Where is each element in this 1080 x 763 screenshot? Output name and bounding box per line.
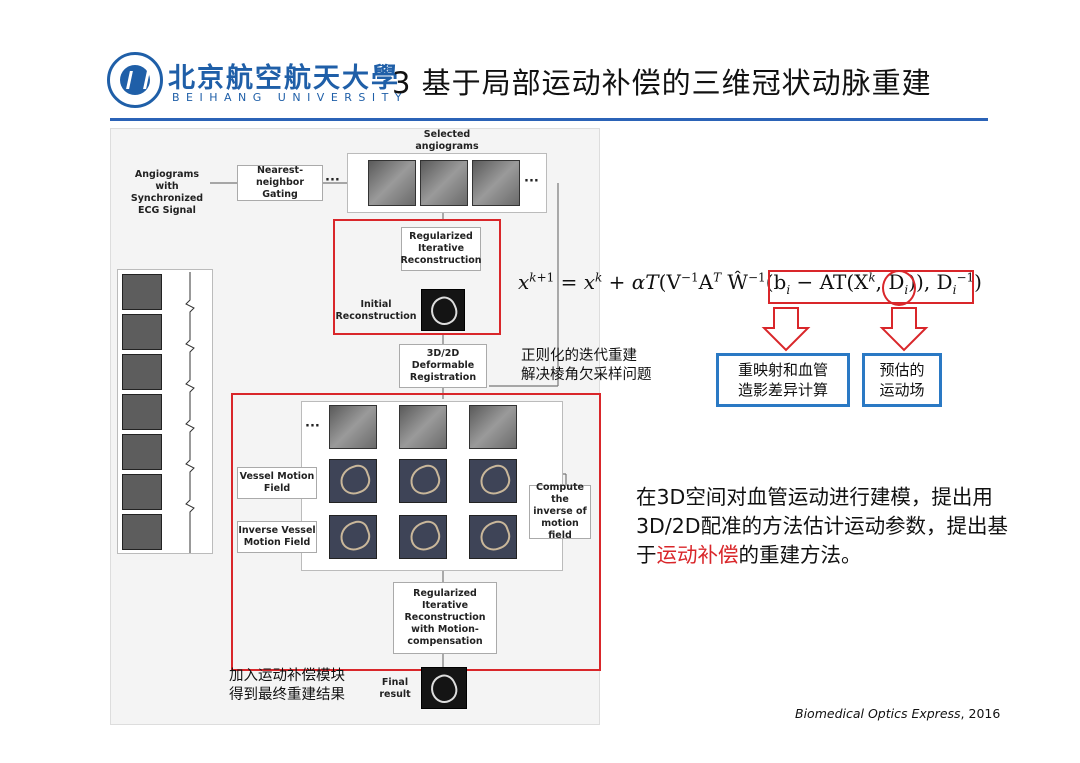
ecg-signal: [185, 272, 195, 553]
annotation-right-box: 预估的 运动场: [862, 353, 942, 407]
ellipsis: ···: [524, 174, 539, 189]
vessel-motion-field: [469, 459, 517, 503]
highlight-motion-frame: [231, 393, 601, 671]
regularized-note: 正则化的迭代重建 解决棱角欠采样问题: [521, 348, 652, 383]
angiogram-thumb: [368, 160, 416, 206]
inverse-motion-field: [469, 515, 517, 559]
angiogram-thumb: [329, 405, 377, 449]
ecg-frame: [122, 514, 162, 550]
gating-box: Nearest-neighbor Gating: [237, 165, 323, 201]
pipeline-diagram: Angiograms with Synchronized ECG Signal …: [110, 128, 652, 725]
annotation-left-box: 重映射和血管 造影差异计算: [716, 353, 850, 407]
description-text-end: 的重建方法。: [738, 543, 862, 567]
annotation-arrows: [761, 307, 929, 352]
vessel-motion-box: Vessel Motion Field: [237, 467, 317, 499]
selected-strip: ···: [347, 153, 547, 213]
university-logo: [107, 52, 163, 108]
initial-recon-image: [421, 289, 465, 331]
vessel-motion-field: [399, 459, 447, 503]
vessel-motion-field: [329, 459, 377, 503]
title-divider: [110, 118, 988, 121]
angiogram-thumb: [472, 160, 520, 206]
regularized-box: Regularized Iterative Reconstruction: [400, 227, 482, 271]
description-highlight: 运动补偿: [656, 543, 739, 567]
initial-label: Initial Reconstruction: [335, 299, 417, 322]
ecg-frame: [122, 394, 162, 430]
selected-label: Selected angiograms: [415, 129, 479, 152]
citation-journal: Biomedical Optics Express: [795, 706, 961, 721]
method-description: 在3D空间对血管运动进行建模，提出用3D/2D配准的方法估计运动参数，提出基于运…: [636, 483, 1016, 570]
citation-year: , 2016: [960, 706, 1001, 721]
inverse-motion-box: Inverse Vessel Motion Field: [237, 521, 317, 553]
ellipsis: ···: [325, 173, 340, 188]
ecg-frame: [122, 434, 162, 470]
final-result-image: [421, 667, 467, 709]
ecg-frame: [122, 354, 162, 390]
input-label: Angiograms with Synchronized ECG Signal: [130, 169, 204, 216]
final-label: Final result: [379, 677, 411, 700]
formula-highlight-box: [768, 270, 974, 304]
motion-comp-box: Regularized Iterative Reconstruction wit…: [393, 582, 497, 654]
highlight-regularized-frame: [333, 219, 501, 335]
inverse-motion-field: [399, 515, 447, 559]
university-name-en: BEIHANG UNIVERSITY: [172, 91, 409, 104]
inverse-motion-field: [329, 515, 377, 559]
registration-box: 3D/2D Deformable Registration: [399, 344, 487, 388]
ecg-frame: [122, 274, 162, 310]
angiogram-thumb: [399, 405, 447, 449]
compute-inverse-box: Compute the inverse of motion field: [529, 482, 591, 541]
diagram-connectors: [210, 182, 567, 669]
citation: Biomedical Optics Express, 2016: [795, 706, 1000, 721]
formula-highlight-ellipse: [882, 270, 916, 306]
description-text: 在3D空间对血管运动进行建模，提出用3D/2D配准的方法估计运动参数，提出基于: [636, 485, 1009, 567]
ecg-frame: [122, 314, 162, 350]
ecg-strip-column: [117, 269, 213, 554]
motion-module-note: 加入运动补偿模块 得到最终重建结果: [229, 668, 345, 703]
slide-title: 3 基于局部运动补偿的三维冠状动脉重建: [392, 66, 932, 100]
ellipsis: ···: [305, 419, 320, 434]
ecg-frame: [122, 474, 162, 510]
angiogram-thumb: [420, 160, 468, 206]
angiogram-thumb: [469, 405, 517, 449]
university-name-cn: 北京航空航天大學: [168, 63, 400, 94]
